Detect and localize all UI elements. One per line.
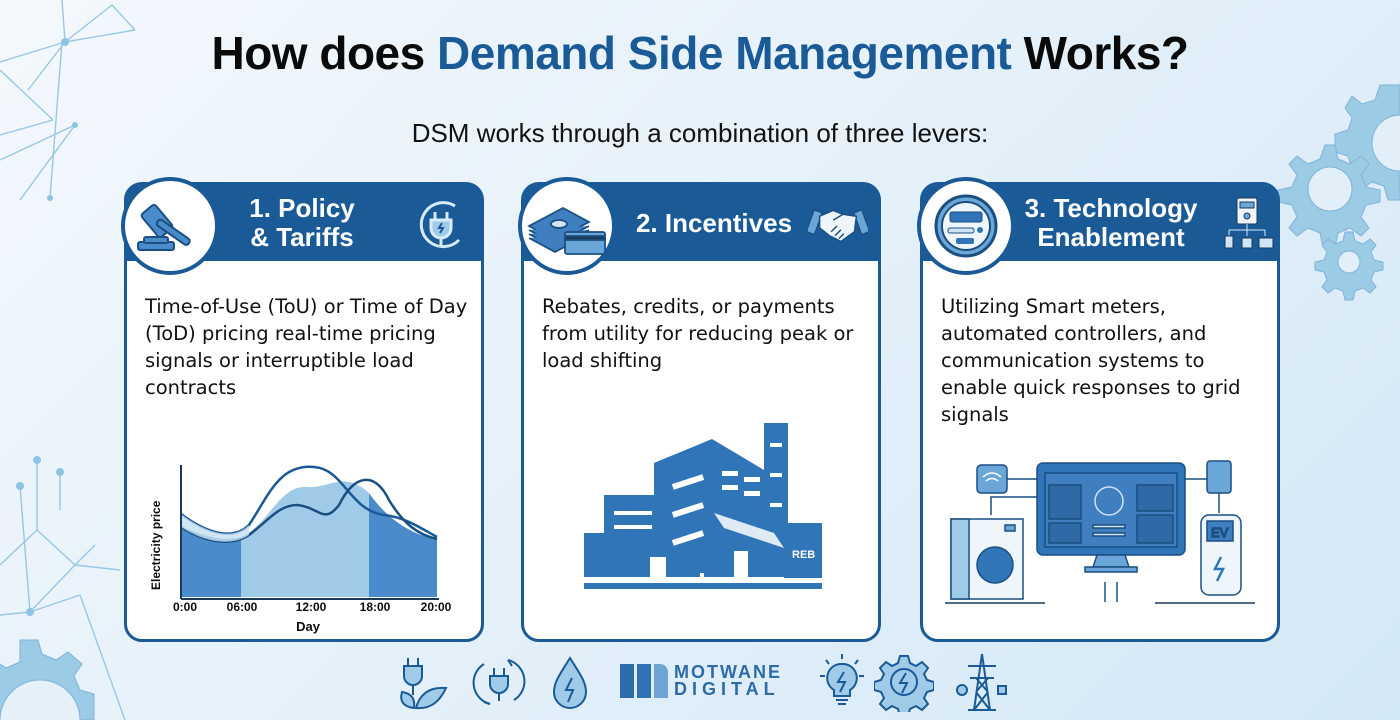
plug-cycle-icon (472, 659, 526, 705)
card-title: 2. Incentives (628, 185, 800, 261)
x-tick: 12:00 (295, 600, 327, 614)
chart-x-axis-label: Day (296, 619, 320, 634)
x-tick: 06:00 (226, 600, 258, 614)
badge (917, 177, 1015, 275)
ev-label: EV (1211, 525, 1229, 540)
plug-leaf-icon (400, 658, 448, 710)
gear-bolt-icon (874, 655, 934, 712)
power-tower-icon (956, 653, 1007, 711)
x-tick: 0:00 (172, 600, 198, 614)
badge (518, 177, 616, 275)
factory-sign-text: REB (792, 549, 815, 561)
card-description: Time-of-Use (ToU) or Time of Day (ToD) p… (145, 295, 468, 399)
plug-circle-icon (413, 195, 473, 253)
title-suffix: Works? (1011, 27, 1189, 79)
chart-y-axis-label: Electricity price (149, 500, 163, 590)
electricity-price-chart (180, 465, 439, 600)
card-policy-tariffs: 1. Policy & Tariffs Time-of-Use (ToU) or… (121, 177, 484, 642)
brand-logo: MOTWANE DIGITAL (620, 662, 782, 699)
card-incentives: 2. Incentives Rebates, credits, or payme… (518, 177, 881, 642)
lightbulb-bolt-icon (820, 654, 864, 705)
card-title-line2: & Tariffs (250, 222, 354, 252)
card-title: 1. Policy & Tariffs (227, 185, 377, 261)
page-title: How does Demand Side Management Works? (0, 26, 1400, 80)
card-title-line2: Enablement (1037, 222, 1185, 252)
smart-home-dashboard: EV (945, 460, 1255, 604)
logo-line2: DIGITAL (674, 679, 780, 699)
card-description: Utilizing Smart meters, automated contro… (941, 295, 1241, 426)
handshake-icon (808, 195, 868, 253)
logo-mark (620, 664, 668, 698)
title-prefix: How does (211, 27, 438, 79)
x-tick: 18:00 (359, 600, 391, 614)
title-highlight: Demand Side Management (437, 27, 1012, 79)
factory-illustration: REB (584, 423, 822, 589)
card-description: Rebates, credits, or payments from utili… (542, 295, 854, 372)
money-card-icon (527, 206, 606, 255)
page-subtitle: DSM works through a combination of three… (411, 118, 989, 148)
network-device-icon (1217, 195, 1277, 253)
x-tick: 20:00 (420, 600, 452, 614)
gavel-icon (137, 203, 191, 251)
footer-icons (0, 650, 1400, 714)
card-title-line1: 3. Technology (1024, 193, 1198, 223)
card-title: 3. Technology Enablement (1011, 185, 1211, 261)
water-drop-bolt-icon (552, 656, 588, 709)
card-title-line1: 2. Incentives (635, 207, 793, 238)
badge (121, 177, 219, 275)
card-title-line1: 1. Policy (249, 193, 355, 223)
card-technology-enablement: 3. Technology Enablement Utilizing Smart… (917, 177, 1280, 642)
logo-text: MOTWANE DIGITAL (674, 662, 782, 699)
logo-line1: MOTWANE (674, 662, 782, 682)
smart-meter-icon (934, 194, 998, 258)
